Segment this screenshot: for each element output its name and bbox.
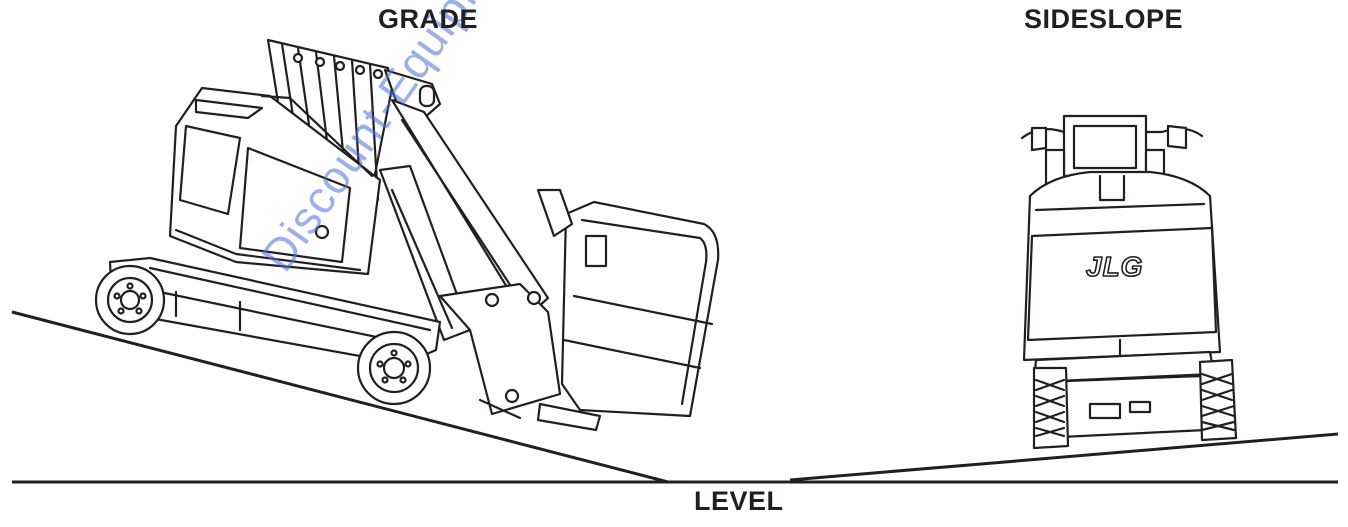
platform-linkage bbox=[438, 282, 562, 420]
wheel-right bbox=[356, 330, 432, 406]
sideslope-line bbox=[789, 432, 1339, 482]
ground-lines bbox=[11, 310, 1339, 484]
sideslope-machine: JLG bbox=[1020, 114, 1238, 450]
body-enclosure bbox=[168, 86, 382, 276]
platform-basket bbox=[536, 188, 720, 432]
grade-machine bbox=[94, 38, 720, 432]
sideslope-label: SIDESLOPE bbox=[1024, 4, 1184, 34]
tire-right bbox=[1198, 358, 1238, 442]
grade-line bbox=[11, 310, 669, 484]
tire-left bbox=[1032, 366, 1070, 450]
rear-chassis bbox=[1032, 350, 1216, 440]
grade-label: GRADE bbox=[378, 4, 479, 34]
wheel-left bbox=[94, 264, 166, 336]
jlg-logo-text: JLG bbox=[1086, 251, 1143, 282]
mast-top bbox=[1044, 114, 1166, 188]
jlg-logo: JLG bbox=[1085, 250, 1143, 283]
rear-body bbox=[1022, 170, 1222, 362]
level-label: LEVEL bbox=[694, 486, 784, 516]
